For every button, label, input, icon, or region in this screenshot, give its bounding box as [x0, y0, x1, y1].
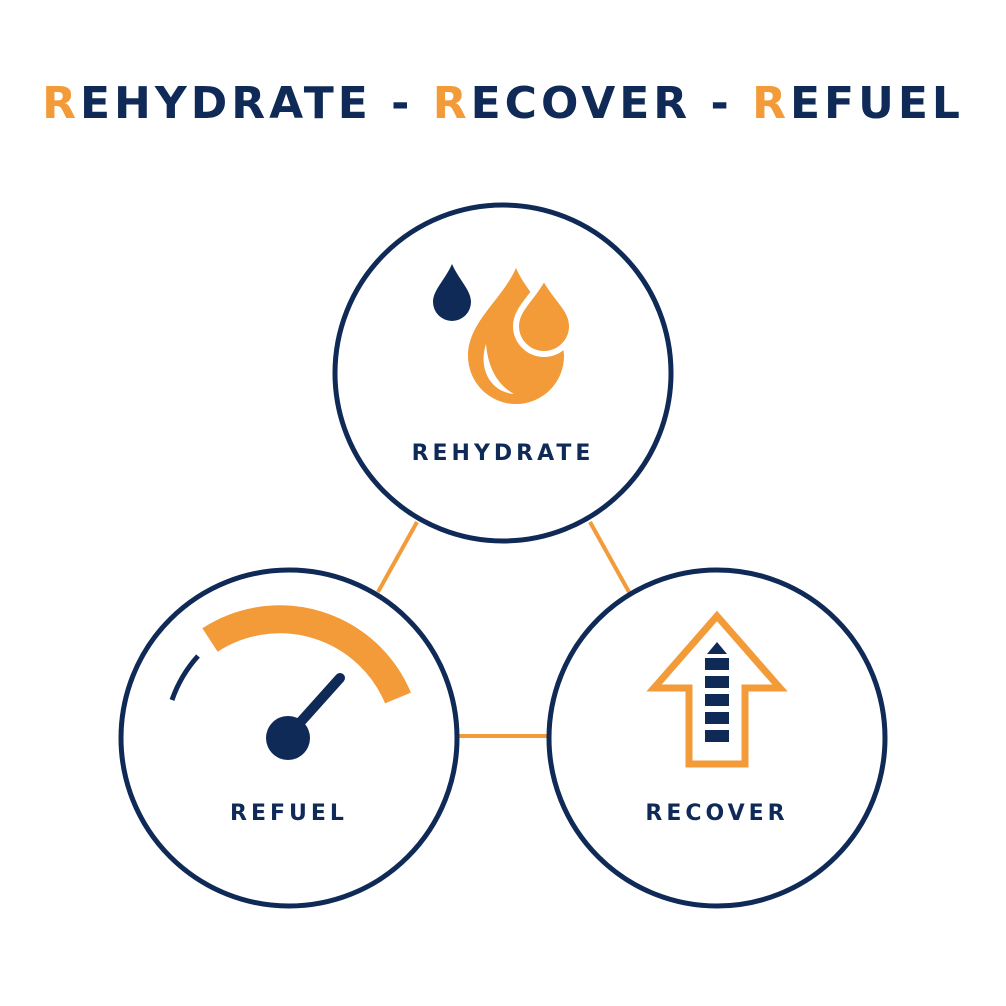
title-part: ECOVER [470, 78, 692, 129]
title-part: R [752, 78, 790, 129]
water-drops-icon [433, 264, 576, 404]
connector-rehydrate-refuel [376, 521, 419, 593]
node-rehydrate: REHYDRATE [332, 202, 674, 544]
node-label: REHYDRATE [412, 441, 595, 466]
title-part: R [42, 78, 80, 129]
node-label: RECOVER [645, 801, 788, 826]
gauge-icon [169, 605, 411, 760]
node-refuel: REFUEL [118, 567, 460, 909]
node-recover: RECOVER [546, 567, 888, 909]
page-title: REHYDRATE - RECOVER - REFUEL [0, 78, 1006, 129]
title-part: R [432, 78, 471, 129]
title-part: EFUEL [789, 78, 964, 129]
connector-rehydrate-recover [588, 521, 631, 593]
up-arrow-progress-icon [646, 610, 788, 768]
title-part: - [691, 78, 753, 129]
title-part: EHYDRATE [79, 78, 372, 129]
title-part: - [371, 78, 433, 129]
node-label: REFUEL [230, 801, 348, 826]
